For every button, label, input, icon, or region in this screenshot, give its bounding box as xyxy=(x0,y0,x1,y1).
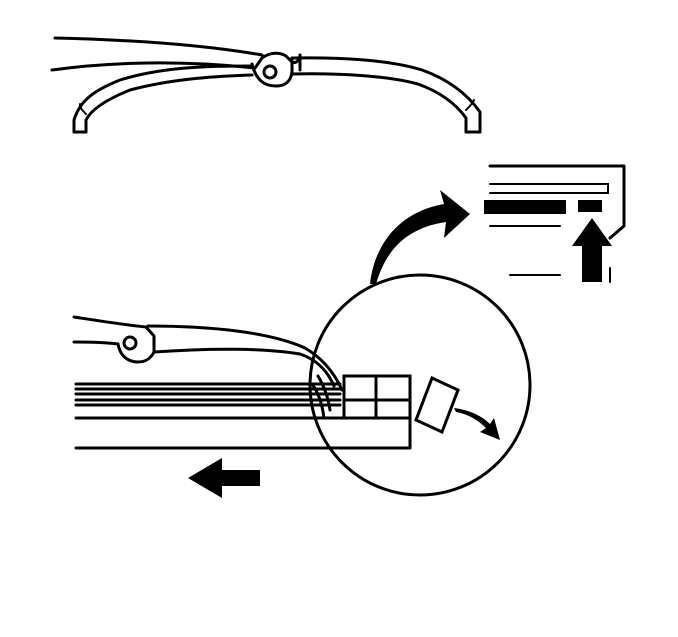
wiper-arm-upper xyxy=(50,36,302,72)
slide-direction-arrow xyxy=(188,458,260,498)
retaining-clip xyxy=(414,375,460,435)
detail-callout-arrow xyxy=(370,190,470,284)
upper-wiper-assembly xyxy=(50,36,482,134)
inset-insert-bar xyxy=(484,200,566,214)
inset-clip-slot xyxy=(578,200,602,212)
arm-pivot-housing xyxy=(250,62,294,88)
push-up-arrow xyxy=(572,218,612,282)
wiper-blade-frame xyxy=(72,56,482,134)
lower-wiper-assembly xyxy=(72,315,412,450)
clip-removal-arrow xyxy=(454,408,500,440)
pivot-hole-lower xyxy=(122,335,138,351)
detail-inset xyxy=(484,164,626,283)
wiper-arm-lower xyxy=(72,315,156,354)
wiper-blade-insert xyxy=(74,382,342,407)
blade-backing xyxy=(74,416,412,450)
arm-pivot-housing-lower xyxy=(116,342,156,364)
wiper-blade-frame-inner xyxy=(84,72,468,134)
detail-circle xyxy=(308,273,532,497)
blade-end-cap xyxy=(342,374,412,420)
pivot-hole-upper xyxy=(262,64,278,80)
